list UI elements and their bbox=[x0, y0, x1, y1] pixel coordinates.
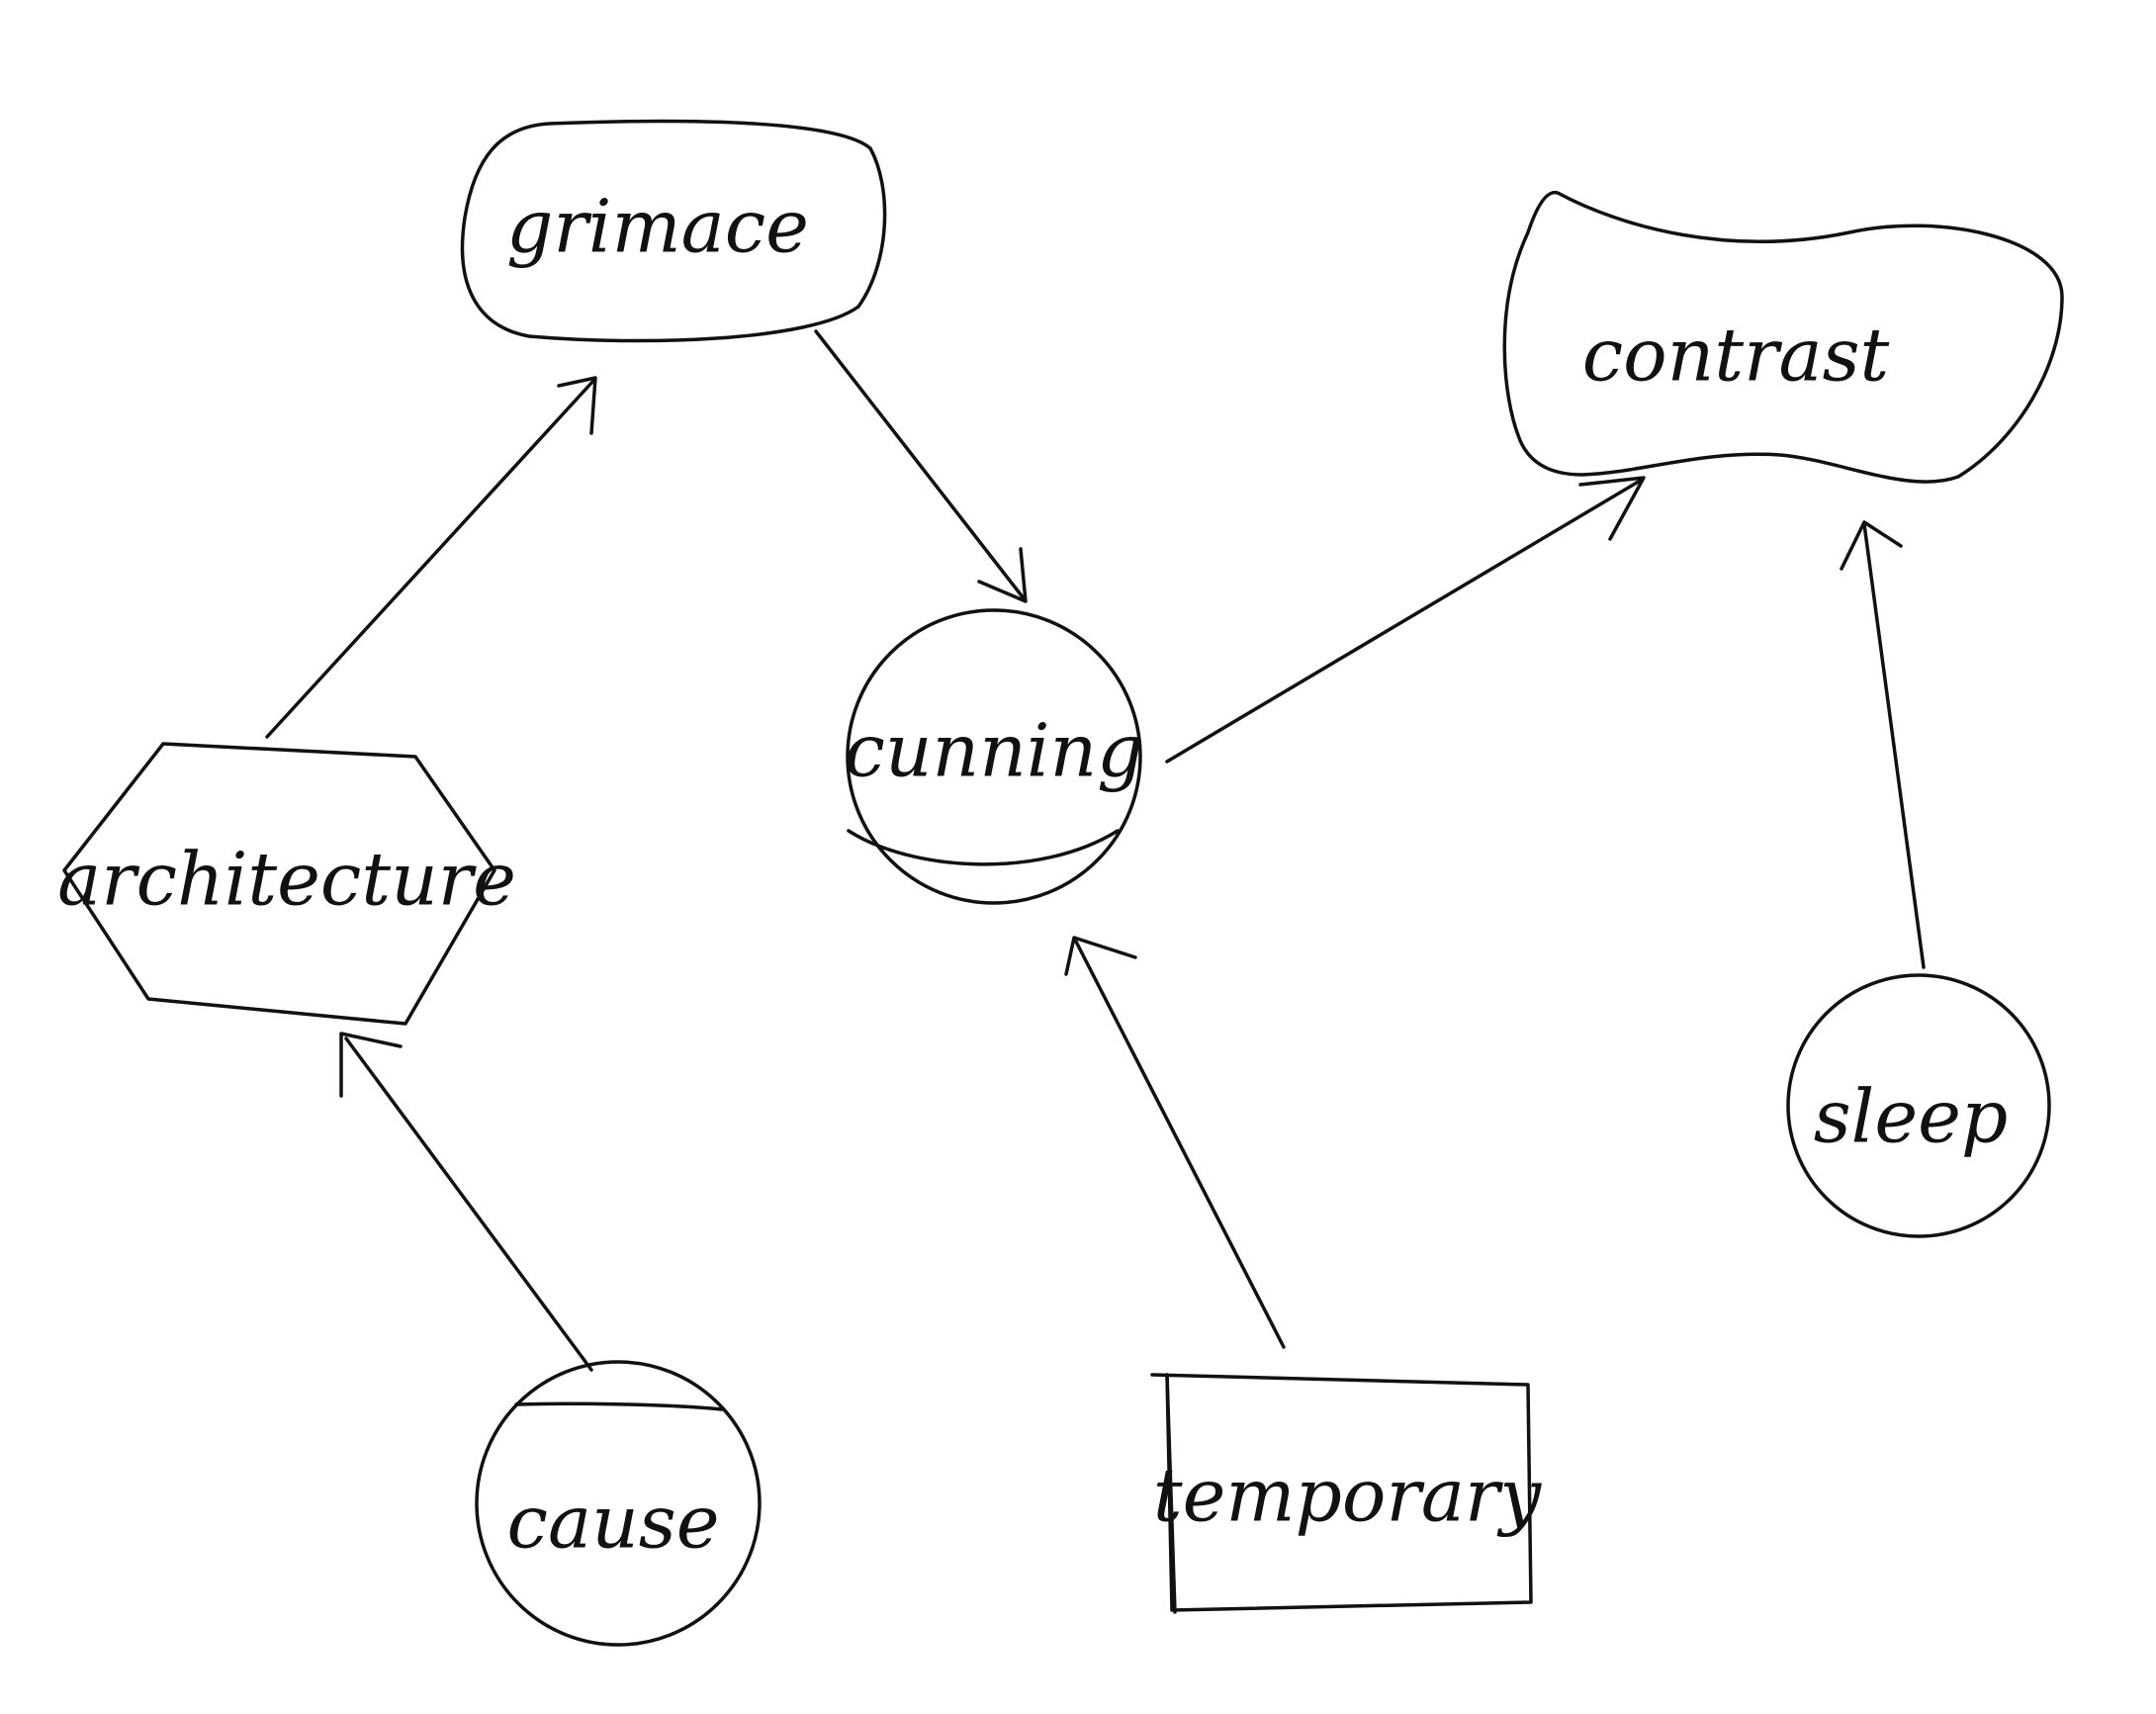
node-temporary-label: temporary bbox=[1153, 1453, 1542, 1538]
node-cause-top-chord bbox=[514, 1401, 724, 1411]
node-cunning: cunning bbox=[844, 608, 1144, 905]
node-temporary-left-edge bbox=[1165, 1373, 1177, 1614]
node-cause-label: cause bbox=[507, 1480, 720, 1565]
node-grimace-label: grimace bbox=[506, 184, 809, 269]
node-temporary-shape bbox=[1150, 1373, 1533, 1612]
node-architecture: architecture bbox=[57, 742, 516, 1026]
node-sleep-shape bbox=[1786, 973, 2051, 1238]
node-grimace-shape bbox=[460, 119, 887, 343]
nodes: grimace contrast cunning architecture sl… bbox=[57, 119, 2064, 1647]
node-contrast: contrast bbox=[1502, 190, 2064, 484]
node-cunning-inner-arc bbox=[847, 829, 1120, 866]
edges bbox=[265, 329, 1926, 1372]
node-architecture-label: architecture bbox=[57, 837, 516, 922]
node-grimace: grimace bbox=[460, 119, 887, 343]
node-sleep-label: sleep bbox=[1814, 1074, 2009, 1159]
edge-cause-to-architecture bbox=[339, 1032, 593, 1372]
edge-cunning-to-contrast bbox=[1165, 476, 1646, 764]
node-cause-shape bbox=[475, 1360, 762, 1647]
edge-grimace-to-cunning bbox=[814, 329, 1028, 603]
node-temporary: temporary bbox=[1150, 1373, 1542, 1614]
edge-sleep-to-contrast bbox=[1840, 520, 1926, 969]
node-architecture-shape bbox=[62, 742, 496, 1026]
node-cunning-label: cunning bbox=[844, 708, 1143, 793]
node-contrast-label: contrast bbox=[1582, 313, 1890, 398]
edge-architecture-to-grimace bbox=[265, 376, 597, 739]
node-cunning-shape bbox=[846, 608, 1142, 905]
node-contrast-shape bbox=[1502, 190, 2064, 484]
node-cause: cause bbox=[475, 1360, 762, 1647]
edge-temporary-to-cunning bbox=[1064, 936, 1286, 1349]
node-sleep: sleep bbox=[1786, 973, 2051, 1238]
